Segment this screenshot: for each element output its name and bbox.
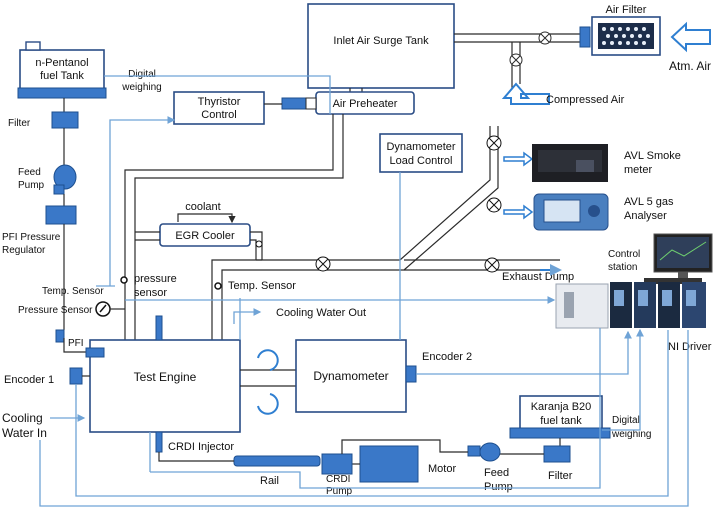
digital-weighing-1-label-2: weighing bbox=[121, 82, 161, 93]
exhaust-dump-pipe bbox=[404, 259, 560, 271]
inlet-air-surge-tank bbox=[307, 3, 455, 89]
thyristor-label-2: Control bbox=[201, 109, 236, 121]
crdi-pump bbox=[321, 453, 353, 475]
avl-gas-label-1: AVL 5 gas bbox=[624, 196, 674, 208]
digital-weighing-2-label-1: Digital bbox=[612, 415, 640, 426]
egr-cooler bbox=[159, 223, 251, 247]
crdi-pump-label-1: CRDI bbox=[326, 474, 350, 485]
feed-pump-bottom-label-2: Pump bbox=[484, 481, 513, 493]
filter-bottom-label: Filter bbox=[548, 470, 573, 482]
cooling-water-in-label-2: Water In bbox=[2, 426, 47, 440]
avl-smoke-label-1: AVL Smoke bbox=[624, 150, 681, 162]
feed-pump-top bbox=[53, 164, 77, 190]
avl-gas-analyser bbox=[533, 193, 609, 231]
avl-smoke-meter bbox=[532, 144, 608, 182]
dynamometer bbox=[295, 339, 407, 413]
avl-gas-label-2: Analyser bbox=[624, 210, 667, 222]
karanja-fuel-tank bbox=[519, 395, 603, 431]
pfi-label: PFI bbox=[68, 338, 84, 349]
fuel-filter-top bbox=[51, 111, 79, 129]
temp-sensor-right-label: Temp. Sensor bbox=[228, 280, 296, 292]
dynamometer-label: Dynamometer bbox=[313, 369, 388, 383]
egr-cooler-label: EGR Cooler bbox=[175, 230, 235, 242]
coolant-label: coolant bbox=[185, 201, 220, 213]
crdi-pump-label-2: Pump bbox=[326, 486, 353, 497]
engine-top-sensor bbox=[155, 315, 163, 341]
feed-pump-bottom-label-1: Feed bbox=[484, 467, 509, 479]
heater-element bbox=[281, 97, 307, 110]
pfi-port bbox=[85, 347, 105, 358]
control-station-label-1: Control bbox=[608, 249, 640, 260]
exhaust-dump-label: Exhaust Dump bbox=[502, 271, 574, 283]
cooling-water-in-label-1: Cooling bbox=[2, 411, 43, 425]
fuel-rail bbox=[233, 455, 321, 467]
compressed-air-label: Compressed Air bbox=[546, 94, 625, 106]
inlet-surge-tank-label: Inlet Air Surge Tank bbox=[333, 35, 429, 47]
pfi-pressure-regulator bbox=[45, 205, 77, 225]
avl-smoke-label-2: meter bbox=[624, 164, 652, 176]
signal-weighing-2 bbox=[602, 328, 644, 431]
ni-driver-label: NI Driver bbox=[668, 341, 712, 353]
test-engine-label: Test Engine bbox=[134, 370, 197, 384]
signal-encoder2 bbox=[416, 330, 632, 375]
atm-air-label: Atm. Air bbox=[669, 59, 711, 73]
pentanol-label-1: n-Pentanol bbox=[35, 57, 88, 69]
pfi-reg-label-2: Regulator bbox=[2, 245, 46, 256]
fuel-filter-bottom bbox=[543, 445, 571, 463]
feed-pump-bottom bbox=[479, 442, 501, 462]
temp-sensor-dot bbox=[214, 282, 222, 290]
encoder1-label: Encoder 1 bbox=[4, 374, 54, 386]
pfi-reg-label-1: PFI Pressure bbox=[2, 232, 61, 243]
digital-weighing-1-label-1: Digital bbox=[128, 69, 156, 80]
pfi-injector bbox=[55, 329, 65, 343]
temp-sensor-left-label: Temp. Sensor bbox=[42, 286, 104, 297]
drive-shaft bbox=[240, 369, 296, 387]
dynamometer-load-control bbox=[379, 133, 463, 173]
karanja-label-2: fuel tank bbox=[540, 415, 582, 427]
encoder-2 bbox=[405, 365, 417, 383]
dyno-load-label-1: Dynamometer bbox=[386, 141, 455, 153]
signal-weighing-1 bbox=[104, 75, 331, 114]
intake-pipe bbox=[454, 33, 580, 43]
cooling-water-out-label: Cooling Water Out bbox=[276, 307, 366, 319]
pressure-sensor-dot bbox=[120, 276, 128, 284]
rail-label: Rail bbox=[260, 475, 279, 487]
pentanol-label-2: fuel Tank bbox=[40, 70, 84, 82]
motor-label: Motor bbox=[428, 463, 456, 475]
pressure-sensor-right-label-2: sensor bbox=[134, 287, 167, 299]
feed-pump-top-label-1: Feed bbox=[18, 167, 41, 178]
ni-driver-chassis bbox=[555, 282, 706, 329]
compressed-air-arrow-icon bbox=[501, 82, 550, 105]
signal-encoder1 bbox=[75, 330, 669, 497]
karanja-label-1: Karanja B20 bbox=[531, 401, 592, 413]
test-engine bbox=[89, 339, 241, 433]
air-filter-label: Air Filter bbox=[606, 4, 647, 16]
encoder2-label: Encoder 2 bbox=[422, 351, 472, 363]
crdi-injector-label: CRDI Injector bbox=[168, 441, 234, 453]
dyno-load-label-2: Load Control bbox=[390, 155, 453, 167]
crdi-injector bbox=[155, 431, 163, 453]
control-station-computer bbox=[644, 233, 713, 284]
air-filter-mesh-icon bbox=[602, 27, 650, 45]
encoder-1 bbox=[69, 367, 83, 385]
control-station-label-2: station bbox=[608, 262, 637, 273]
pressure-sensor-right-label-1: pressure bbox=[134, 273, 177, 285]
thyristor-control bbox=[173, 91, 265, 125]
pressure-sensor-left-label: Pressure Sensor bbox=[18, 305, 93, 316]
feed-pump-top-label-2: Pump bbox=[18, 180, 45, 191]
digital-weighing-2-label-2: weighing bbox=[611, 429, 651, 440]
atm-air-arrow-icon bbox=[670, 21, 711, 53]
rotation-icon bbox=[257, 349, 279, 415]
intake-manifold-pipe bbox=[124, 114, 334, 340]
filter-top-label: Filter bbox=[8, 118, 31, 129]
motor bbox=[359, 445, 419, 483]
air-preheater-label: Air Preheater bbox=[333, 98, 398, 110]
thyristor-label-1: Thyristor bbox=[198, 96, 241, 108]
